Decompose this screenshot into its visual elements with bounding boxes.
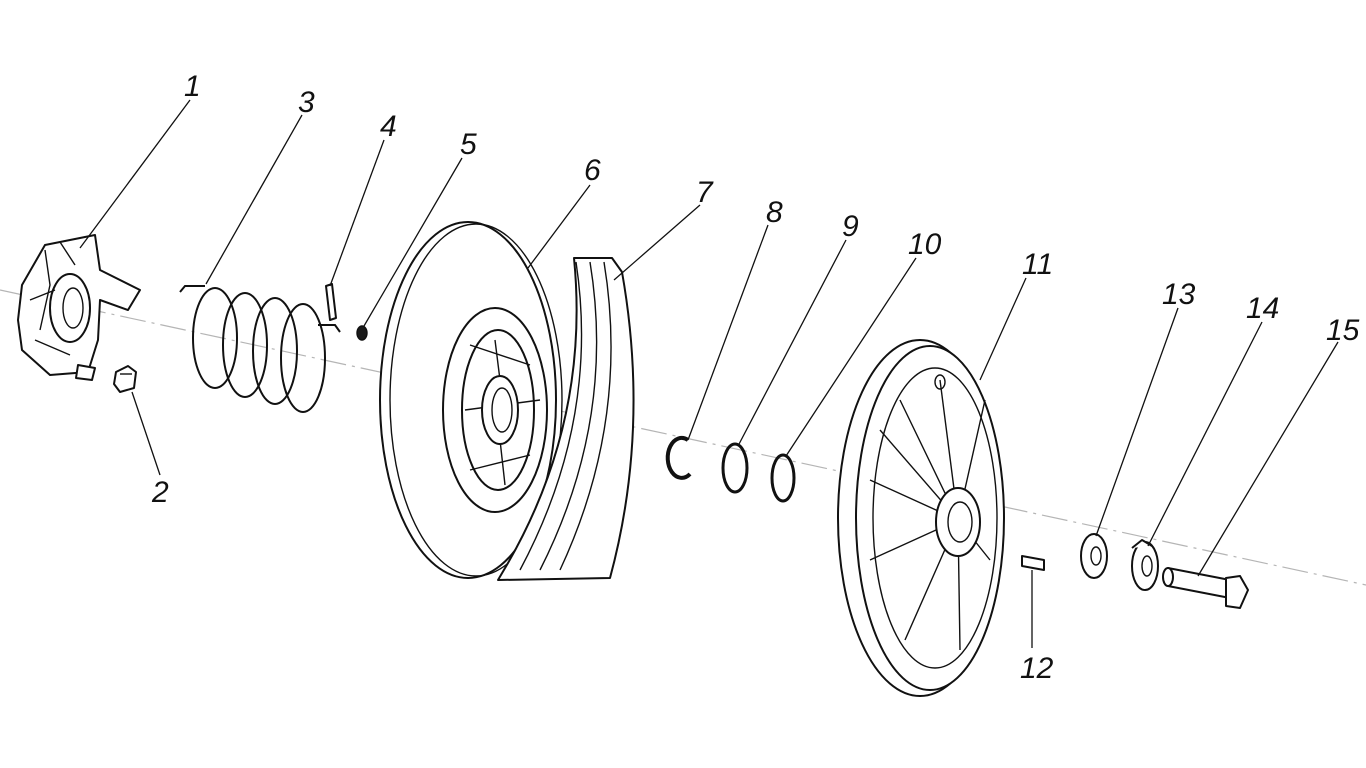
callout-1: 1 bbox=[184, 70, 201, 103]
leader-1 bbox=[79, 99, 191, 249]
leader-5 bbox=[363, 157, 463, 327]
callout-5: 5 bbox=[460, 128, 477, 161]
callout-8: 8 bbox=[766, 196, 783, 229]
callout-13: 13 bbox=[1162, 278, 1196, 311]
leader-10 bbox=[785, 257, 917, 457]
part-1-cam-housing bbox=[17, 234, 141, 381]
callout-4: 4 bbox=[380, 110, 397, 143]
leader-lines bbox=[79, 99, 1339, 648]
callout-2: 2 bbox=[151, 476, 169, 509]
part-8-split-ring bbox=[665, 435, 692, 480]
part-14-lock-washer bbox=[1131, 539, 1159, 591]
callout-3: 3 bbox=[298, 86, 315, 119]
leader-13 bbox=[1095, 307, 1179, 537]
part-4-pin bbox=[325, 283, 337, 321]
part-10-o-ring bbox=[770, 453, 796, 503]
part-13-washer bbox=[1080, 533, 1108, 579]
callout-11: 11 bbox=[1022, 248, 1053, 281]
leader-8 bbox=[687, 224, 769, 441]
part-12-key bbox=[1021, 555, 1045, 571]
leader-14 bbox=[1147, 321, 1263, 547]
part-6-sheave-disc bbox=[379, 221, 563, 579]
leader-2 bbox=[131, 391, 161, 476]
callout-9: 9 bbox=[842, 210, 859, 243]
callout-6: 6 bbox=[584, 154, 601, 187]
leader-9 bbox=[737, 239, 847, 447]
part-15-bolt bbox=[1162, 567, 1249, 609]
leader-4 bbox=[329, 139, 385, 287]
part-5-nut bbox=[356, 325, 368, 341]
callout-12: 12 bbox=[1020, 652, 1054, 685]
leader-11 bbox=[979, 277, 1027, 381]
part-9-snap-ring bbox=[721, 442, 749, 494]
part-7-segmented-rack bbox=[497, 257, 635, 581]
callout-10: 10 bbox=[908, 228, 942, 261]
leader-6 bbox=[527, 184, 591, 269]
part-3-coil-spring bbox=[179, 285, 341, 413]
part-2-block bbox=[113, 365, 137, 393]
callout-14: 14 bbox=[1246, 292, 1279, 325]
callout-7: 7 bbox=[696, 176, 714, 209]
part-11-fixed-sheave bbox=[837, 339, 1005, 697]
leader-3 bbox=[205, 114, 303, 285]
leader-15 bbox=[1197, 341, 1339, 577]
leader-7 bbox=[613, 204, 701, 281]
callout-labels: 1 2 3 4 5 6 7 8 9 10 11 12 13 14 15 bbox=[151, 70, 1360, 685]
callout-15: 15 bbox=[1326, 314, 1360, 347]
